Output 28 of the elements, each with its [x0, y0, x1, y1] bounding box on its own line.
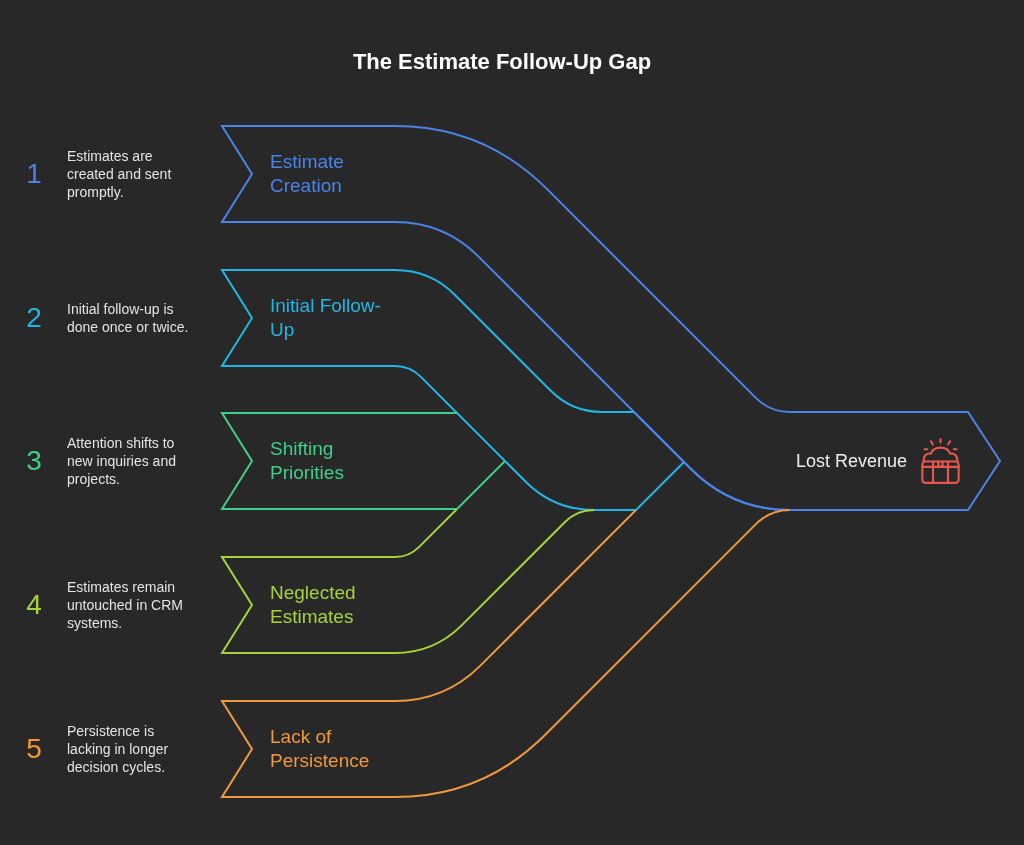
band-label: Shifting Priorities — [270, 437, 345, 485]
flow-line — [394, 509, 791, 798]
step-number: 2 — [26, 302, 42, 334]
band-label: Initial Follow-Up — [270, 294, 382, 342]
step-description: Attention shifts to new inquiries and projects. — [67, 434, 177, 488]
band-label: Lack of Persistence — [270, 725, 371, 773]
flow-line — [456, 460, 506, 510]
step-description: Initial follow-up is done once or twice. — [67, 300, 190, 336]
title: The Estimate Follow-Up Gap — [352, 49, 652, 75]
step-number: 1 — [26, 158, 42, 190]
step-number: 5 — [26, 733, 42, 765]
step-number: 4 — [26, 589, 42, 621]
result-label: Lost Revenue — [796, 450, 908, 473]
chevron-band — [220, 556, 395, 654]
band-label: Neglected Estimates — [270, 581, 357, 629]
chevron-band — [220, 412, 395, 510]
step-description: Estimates are created and sent promptly. — [67, 147, 173, 201]
flow-line — [394, 508, 595, 654]
step-description: Estimates remain untouched in CRM systems. — [67, 578, 184, 632]
step-number: 3 — [26, 445, 42, 477]
chevron-band — [220, 269, 395, 367]
chevron-band — [220, 700, 395, 798]
step-description: Persistence is lacking in longer decision cycles. — [67, 722, 170, 776]
chevron-band — [220, 125, 395, 223]
band-label: Estimate Creation — [270, 150, 345, 198]
flow-line — [394, 412, 458, 510]
flow-line — [394, 125, 791, 511]
arrow-band — [790, 411, 1002, 511]
